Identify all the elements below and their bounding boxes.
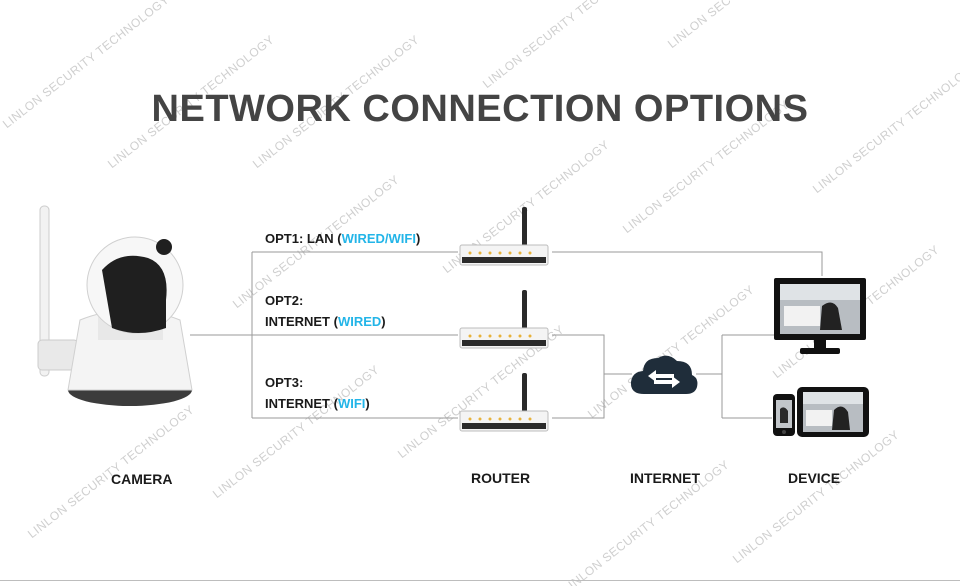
router-to-internet-line bbox=[552, 334, 605, 419]
lan-to-monitor-line bbox=[552, 251, 823, 276]
bottom-divider bbox=[0, 580, 960, 581]
option-2-label: OPT2: INTERNET (WIRED) bbox=[265, 293, 386, 329]
camera-label: CAMERA bbox=[111, 471, 173, 487]
router-icon bbox=[459, 290, 549, 349]
phone-icon bbox=[773, 394, 795, 436]
tablet-icon bbox=[797, 387, 869, 437]
monitor-icon bbox=[774, 278, 866, 354]
router-label: ROUTER bbox=[471, 470, 531, 486]
internet-label: INTERNET bbox=[630, 470, 700, 486]
device-label: DEVICE bbox=[788, 470, 841, 486]
camera-icon bbox=[37, 205, 193, 406]
option-3-label: OPT3: INTERNET (WIFI) bbox=[265, 375, 370, 411]
diagram-title: NETWORK CONNECTION OPTIONS bbox=[151, 88, 809, 130]
router-icon bbox=[459, 207, 549, 266]
cloud-icon bbox=[630, 355, 698, 394]
router-icon bbox=[459, 373, 549, 432]
option-1-label: OPT1: LAN (WIRED/WIFI) bbox=[265, 231, 421, 246]
